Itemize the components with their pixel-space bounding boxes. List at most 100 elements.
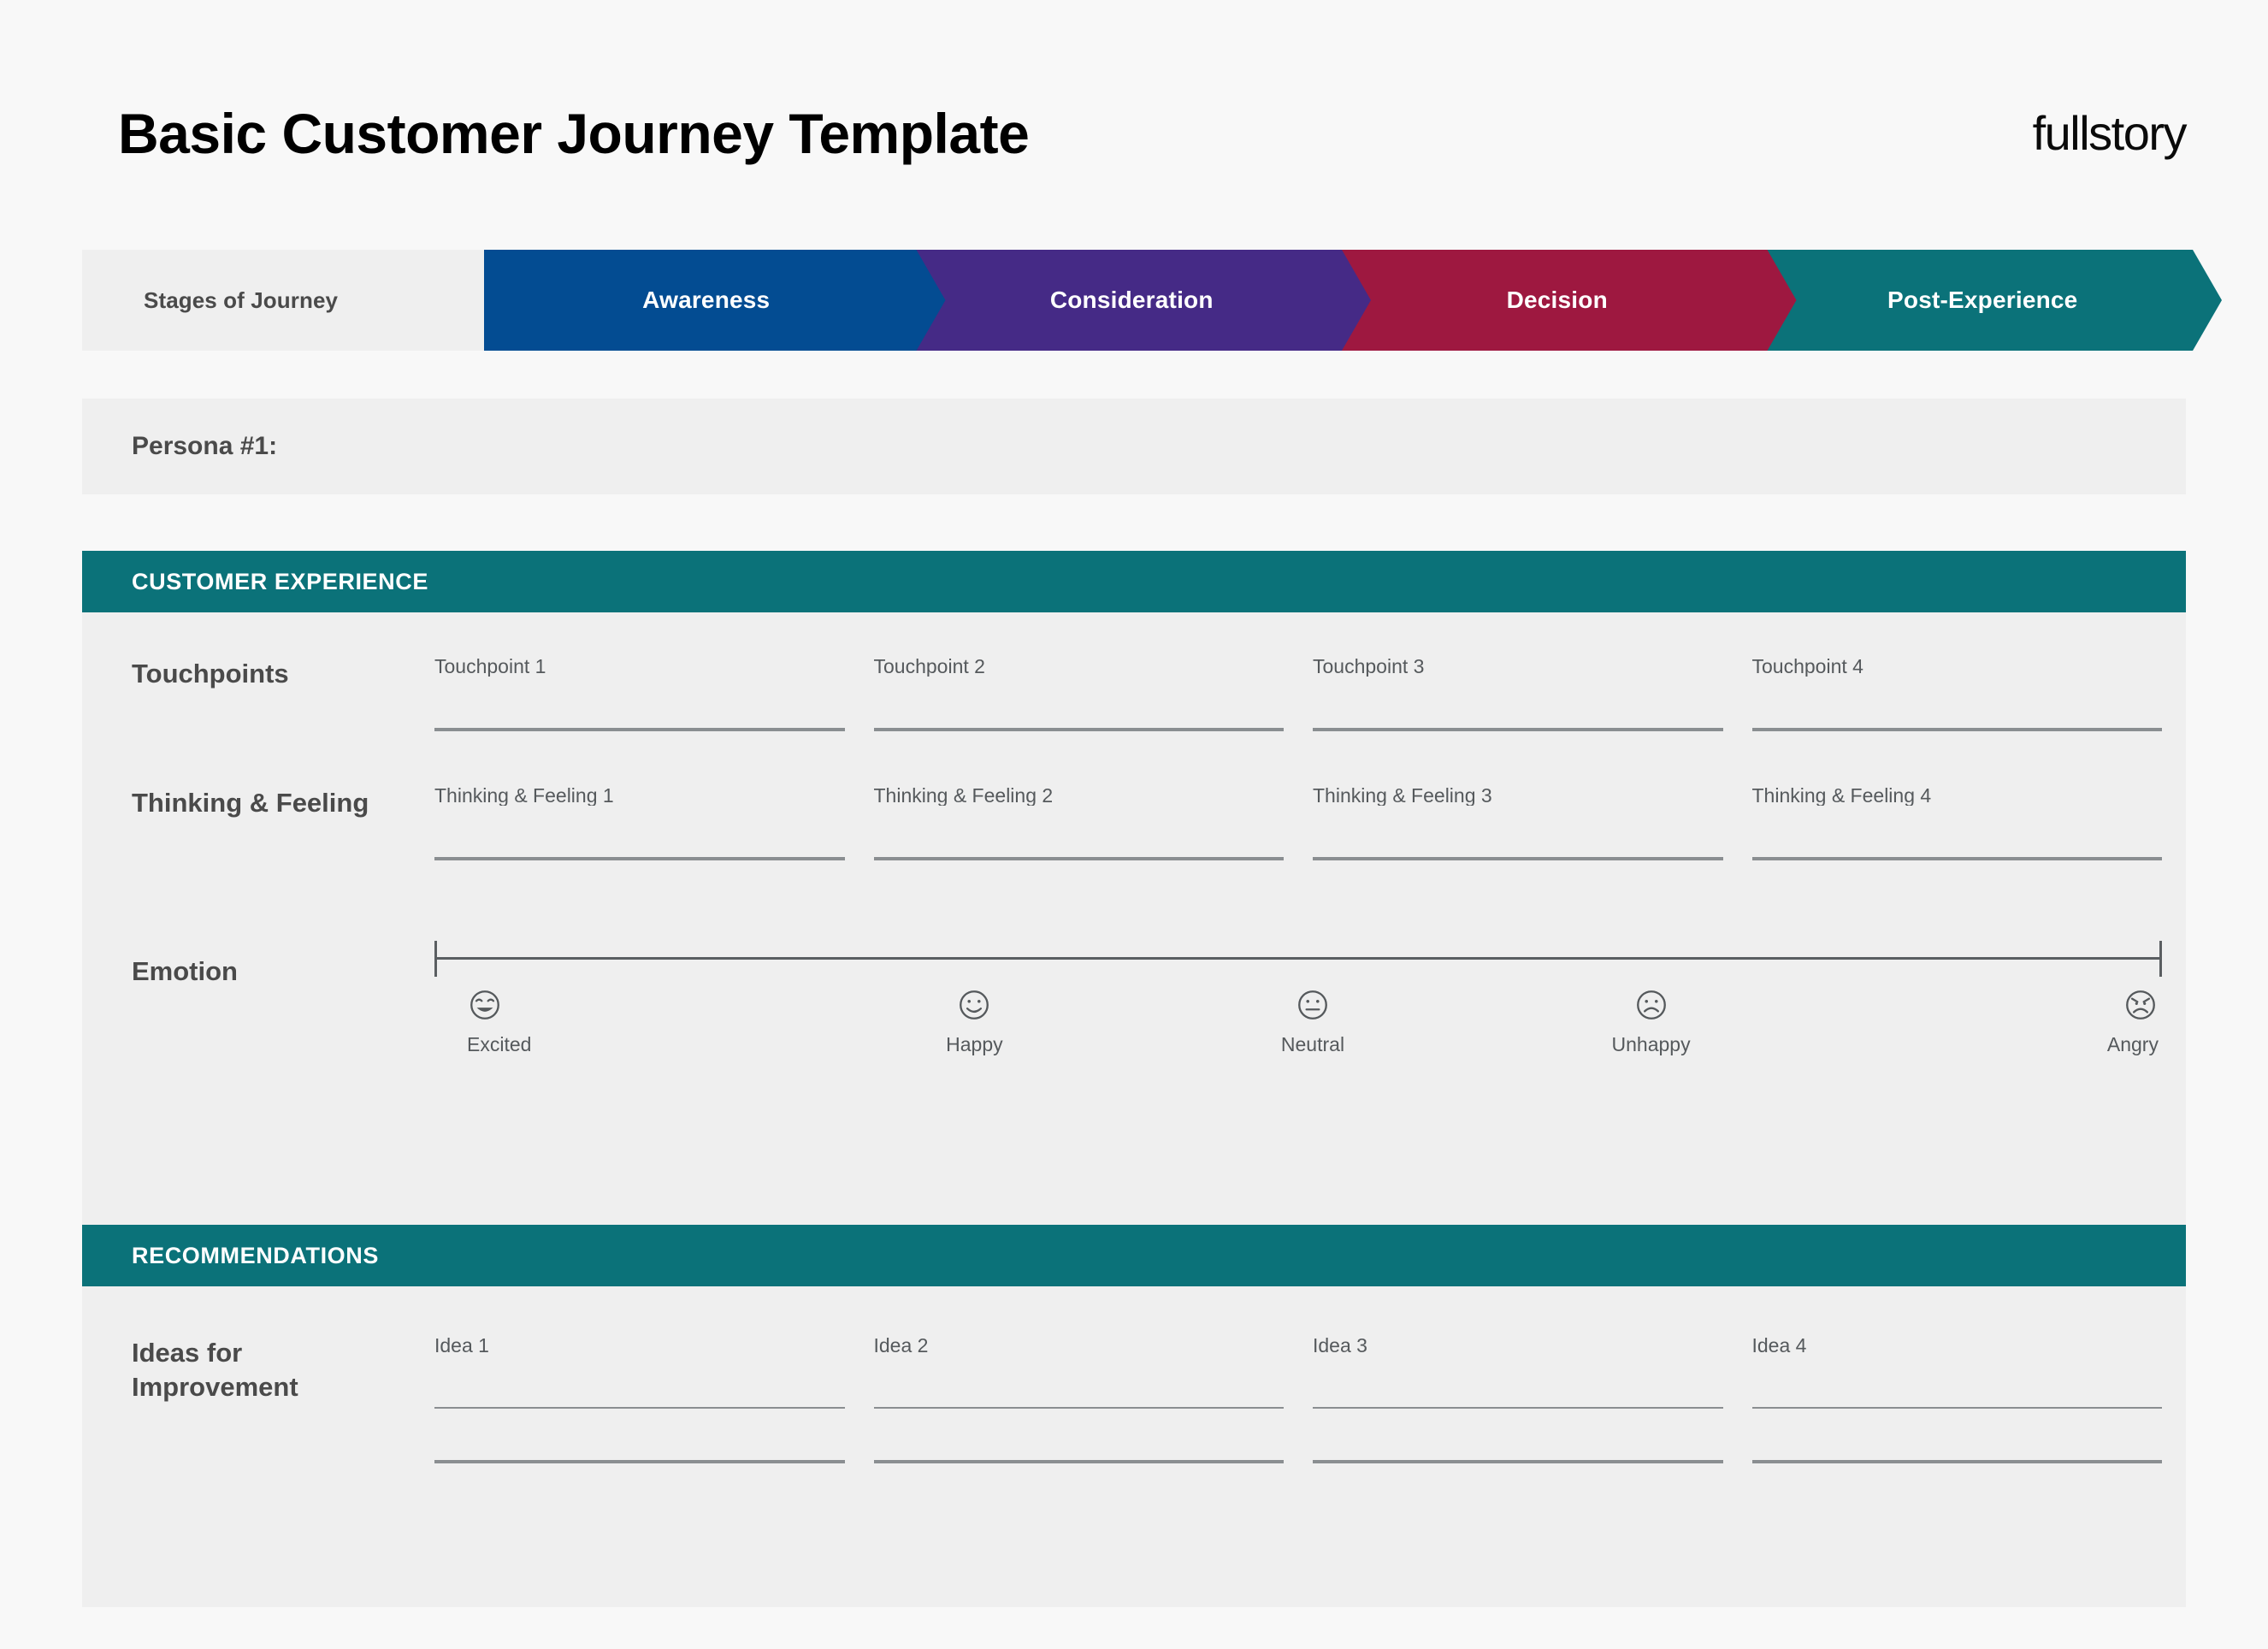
write-line[interactable]	[434, 1407, 845, 1409]
persona-row[interactable]: Persona #1:	[82, 399, 2186, 494]
column-placeholder-label: Idea 1	[434, 1336, 489, 1356]
column-entry[interactable]: Idea 1	[434, 1336, 845, 1463]
stage-chevron-decision[interactable]: Decision	[1335, 250, 1797, 351]
emotion-option-label: Unhappy	[1611, 1033, 1691, 1055]
stage-chevron-post-experience[interactable]: Post-Experience	[1761, 250, 2223, 351]
write-line[interactable]	[1313, 730, 1723, 731]
write-line[interactable]	[1313, 1462, 1723, 1463]
stage-chevron-label: Awareness	[642, 287, 771, 313]
column-placeholder-label: Thinking & Feeling 2	[873, 786, 1054, 806]
write-line[interactable]	[873, 1460, 1284, 1462]
column-placeholder-label: Touchpoint 4	[1751, 657, 1863, 677]
face-unhappy-icon	[1636, 990, 1666, 1020]
emotion-scale[interactable]: Excited Happy Neutral Unhappy Angry	[434, 939, 2186, 1055]
write-line[interactable]	[873, 857, 1284, 859]
write-line[interactable]	[873, 859, 1284, 860]
write-line[interactable]	[1313, 1407, 1723, 1409]
column-entry[interactable]: Idea 2	[873, 1336, 1284, 1463]
column-entry[interactable]: Thinking & Feeling 1	[434, 786, 845, 860]
column-entry[interactable]: Touchpoint 4	[1751, 657, 2162, 731]
emotion-option-label: Neutral	[1280, 1033, 1345, 1055]
write-line[interactable]	[873, 730, 1284, 731]
column-placeholder-label: Touchpoint 1	[434, 657, 546, 677]
write-line[interactable]	[873, 728, 1284, 730]
stage-chevron-consideration[interactable]: Consideration	[910, 250, 1372, 351]
section-band-title: RECOMMENDATIONS	[82, 1225, 2186, 1286]
column-entry[interactable]: Idea 4	[1751, 1336, 2162, 1463]
section-band-title: CUSTOMER EXPERIENCE	[82, 551, 2186, 612]
write-line[interactable]	[873, 1462, 1284, 1463]
page-title: Basic Customer Journey Template	[118, 102, 1030, 165]
column-entry[interactable]: Idea 3	[1313, 1336, 1723, 1463]
column-entry[interactable]: Thinking & Feeling 2	[873, 786, 1284, 860]
emotion-row-label: Emotion	[132, 956, 238, 986]
page-header: Basic Customer Journey Template fullstor…	[0, 82, 2268, 185]
emotion-option-unhappy[interactable]: Unhappy	[1482, 987, 1821, 1055]
write-line[interactable]	[873, 1407, 1284, 1409]
face-neutral-icon	[1298, 990, 1327, 1020]
column-placeholder-label: Idea 4	[1751, 1336, 1807, 1356]
write-line[interactable]	[1751, 859, 2162, 860]
column-placeholder-label: Thinking & Feeling 3	[1313, 786, 1492, 806]
stage-chevrons: Awareness Consideration Decision Post-Exper…	[484, 250, 2186, 351]
write-line[interactable]	[434, 1462, 845, 1463]
emotion-option-label: Excited	[467, 1033, 532, 1055]
write-line[interactable]	[434, 730, 845, 731]
stages-of-journey-row: Stages of Journey Awareness Consideration…	[82, 250, 2186, 351]
face-excited-icon	[470, 990, 499, 1020]
column-placeholder-label: Thinking & Feeling 1	[434, 786, 614, 806]
write-line[interactable]	[1751, 857, 2162, 859]
write-line[interactable]	[434, 859, 845, 860]
write-line[interactable]	[434, 1460, 845, 1462]
write-line[interactable]	[1751, 730, 2162, 731]
row-label: Thinking & Feeling	[132, 788, 369, 818]
write-line[interactable]	[434, 728, 845, 730]
stage-chevron-label: Consideration	[1049, 287, 1214, 313]
emotion-option-happy[interactable]: Happy	[806, 987, 1144, 1055]
write-line[interactable]	[1751, 1407, 2162, 1409]
stage-chevron-label: Post-Experience	[1887, 287, 2078, 313]
column-entry[interactable]: Thinking & Feeling 4	[1751, 786, 2162, 860]
column-placeholder-label: Thinking & Feeling 4	[1751, 786, 1932, 806]
column-entry[interactable]: Thinking & Feeling 3	[1313, 786, 1723, 860]
write-line[interactable]	[434, 857, 845, 859]
persona-label: Persona #1:	[132, 432, 278, 460]
column-entry[interactable]: Touchpoint 2	[873, 657, 1284, 731]
write-line[interactable]	[1313, 859, 1723, 860]
column-placeholder-label: Idea 2	[873, 1336, 929, 1356]
scale-end-tick-right	[2159, 941, 2162, 977]
write-line[interactable]	[1751, 728, 2162, 730]
row-columns: Touchpoint 1 Touchpoint 2 Touchpoint 3 Touc…	[434, 657, 2186, 731]
write-line[interactable]	[1751, 1462, 2162, 1463]
column-placeholder-label: Touchpoint 3	[1313, 657, 1425, 677]
emotion-option-angry[interactable]: Angry	[1820, 987, 2162, 1055]
stage-chevron-awareness[interactable]: Awareness	[484, 250, 946, 351]
column-entry[interactable]: Touchpoint 3	[1313, 657, 1723, 731]
write-line[interactable]	[1313, 1460, 1723, 1462]
write-line[interactable]	[1313, 728, 1723, 730]
write-line[interactable]	[1751, 1460, 2162, 1462]
emotion-scale-bar	[434, 939, 2162, 977]
column-entry[interactable]: Touchpoint 1	[434, 657, 845, 731]
emotion-option-label: Happy	[946, 1033, 1003, 1055]
emotion-option-neutral[interactable]: Neutral	[1143, 987, 1482, 1055]
face-happy-icon	[960, 990, 989, 1020]
stage-chevron-label: Decision	[1506, 287, 1608, 313]
column-placeholder-label: Idea 3	[1313, 1336, 1367, 1356]
stages-row-label: Stages of Journey	[82, 250, 484, 351]
scale-end-tick-left	[434, 941, 437, 977]
emotion-options: Excited Happy Neutral Unhappy Angry	[434, 987, 2162, 1055]
emotion-option-label: Angry	[2106, 1033, 2159, 1055]
write-line[interactable]	[1313, 857, 1723, 859]
row-columns: Idea 1 Idea 2 Idea 3 Idea 4	[434, 1336, 2186, 1463]
emotion-option-excited[interactable]: Excited	[434, 987, 806, 1055]
